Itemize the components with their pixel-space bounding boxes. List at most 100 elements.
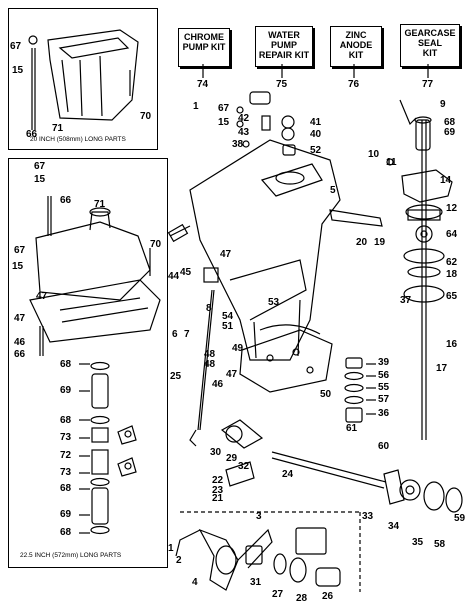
callout-center-55: 55 [378,382,390,393]
callout-left-inset-47: 47 [36,291,48,302]
callout-left-inset-73: 73 [60,467,72,478]
callout-center-40: 40 [310,129,322,140]
callout-left-inset-69: 69 [60,509,72,520]
callout-left-inset-66: 66 [60,195,72,206]
callout-center-47: 47 [226,369,238,380]
inset-22-5-inch [8,158,168,568]
callout-center-5: 5 [330,185,336,196]
callout-left-inset-15: 15 [12,261,24,272]
callout-center-32: 32 [238,461,250,472]
callout-center-46: 46 [212,379,224,390]
callout-center-17: 17 [436,363,448,374]
callout-center-48: 48 [204,359,216,370]
callout-center-44: 44 [168,271,180,282]
callout-center-1: 1 [168,543,174,554]
callout-center-68: 68 [444,117,456,128]
callout-center-23: 23 [212,485,224,496]
callout-center-61: 61 [346,423,358,434]
kit-num-76: 76 [348,79,360,90]
callout-center-16: 16 [446,339,458,350]
callout-center-54: 54 [222,311,234,322]
callout-left-inset-46: 46 [14,337,26,348]
callout-center-53: 53 [268,297,280,308]
callout-center-49: 49 [232,343,244,354]
inset-20-inch-caption: 20 INCH (508mm) LONG PARTS [30,136,126,143]
callout-left-inset-70: 70 [150,239,162,250]
callout-left-inset-73: 73 [60,432,72,443]
callout-center-33: 33 [362,511,374,522]
callout-center-37: 37 [400,295,412,306]
kit-num-74: 74 [197,79,209,90]
inset-22-5-inch-caption: 22.5 INCH (572mm) LONG PARTS [20,552,122,559]
callout-center-36: 36 [378,408,390,419]
callout-center-25: 25 [170,371,182,382]
callout-left-inset-67: 67 [34,161,46,172]
callout-center-2: 2 [176,555,182,566]
callout-center-28: 28 [296,593,308,604]
callout-center-21: 21 [212,493,224,504]
callout-center-24: 24 [282,469,294,480]
callout-top-inset-67: 67 [10,41,22,52]
callout-center-58: 58 [434,539,446,550]
callout-center-18: 18 [446,269,458,280]
callout-center-20: 20 [356,237,368,248]
callout-center-26: 26 [322,591,334,602]
callout-left-inset-15: 15 [34,174,46,185]
callout-center-35: 35 [412,537,424,548]
callout-left-inset-69: 69 [60,385,72,396]
callout-left-inset-68: 68 [60,483,72,494]
callout-center-56: 56 [378,370,390,381]
callout-top-inset-15: 15 [12,65,24,76]
callout-center-7: 7 [184,329,190,340]
callout-center-59: 59 [454,513,466,524]
callout-center-8: 8 [206,303,212,314]
callout-center-48: 48 [204,349,216,360]
callout-center-9: 9 [440,99,446,110]
callout-center-52: 52 [310,145,322,156]
callout-center-42: 42 [238,113,250,124]
callout-center-27: 27 [272,589,284,600]
callout-left-inset-47: 47 [14,313,26,324]
callout-center-1: 1 [193,101,199,112]
callout-center-12: 12 [446,203,458,214]
callout-center-29: 29 [226,453,238,464]
callout-center-38: 38 [232,139,244,150]
callout-center-47: 47 [220,249,232,260]
callout-center-41: 41 [310,117,322,128]
callout-left-inset-68: 68 [60,359,72,370]
callout-center-14: 14 [440,175,452,186]
callout-center-51: 51 [222,321,234,332]
callout-center-6: 6 [172,329,178,340]
callout-center-64: 64 [446,229,458,240]
callout-center-30: 30 [210,447,222,458]
callout-top-inset-71: 71 [52,123,64,134]
callout-center-69: 69 [444,127,456,138]
kit-num-75: 75 [276,79,288,90]
callout-left-inset-68: 68 [60,415,72,426]
callout-left-inset-67: 67 [14,245,26,256]
callout-center-39: 39 [378,357,390,368]
callout-left-inset-68: 68 [60,527,72,538]
callout-center-43: 43 [238,127,250,138]
callout-center-11: 11 [386,157,397,168]
callout-center-31: 31 [250,577,262,588]
callout-center-22: 22 [212,475,224,486]
callout-center-62: 62 [446,257,458,268]
callout-center-60: 60 [378,441,390,452]
callout-top-inset-66: 66 [26,129,38,140]
callout-left-inset-71: 71 [94,199,106,210]
callout-center-34: 34 [388,521,400,532]
inset-20-inch [8,8,158,150]
callout-top-inset-70: 70 [140,111,152,122]
callout-center-4: 4 [192,577,198,588]
callout-center-10: 10 [368,149,380,160]
callout-center-57: 57 [378,394,390,405]
callout-center-3: 3 [256,511,262,522]
kit-num-77: 77 [422,79,434,90]
callout-left-inset-72: 72 [60,450,72,461]
